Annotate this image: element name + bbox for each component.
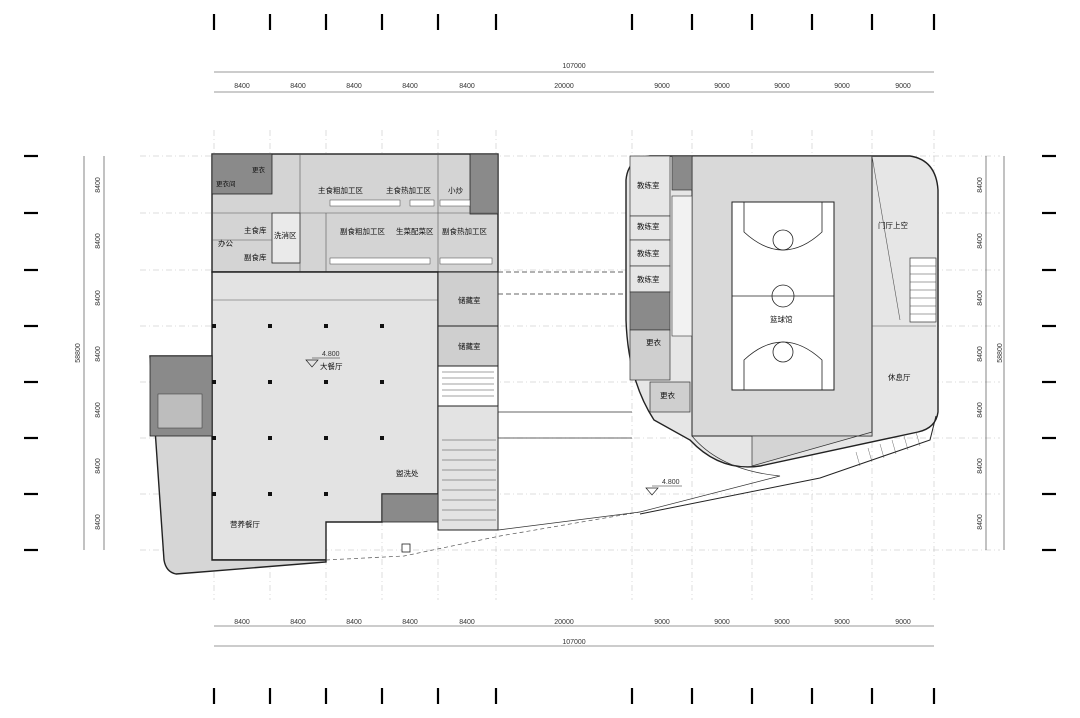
- level-marker-court: 4.800: [645, 479, 682, 496]
- dim-bottom-bay: 8400: [290, 619, 306, 626]
- room-dish-wash: 盥洗处: [396, 468, 419, 478]
- room-coach-2: 教练室: [637, 221, 660, 231]
- svg-text:4.800: 4.800: [662, 479, 680, 486]
- dim-bottom-bay: 8400: [402, 619, 418, 626]
- room-changing-top: 更衣: [252, 165, 266, 174]
- svg-text:8400: 8400: [977, 458, 984, 474]
- svg-text:8400: 8400: [95, 458, 102, 474]
- svg-text:8400: 8400: [977, 346, 984, 362]
- room-main-store: 主食库: [244, 225, 267, 235]
- room-locker-top: 更衣间: [216, 179, 236, 188]
- dim-bottom-bay: 8400: [234, 619, 250, 626]
- room-coach-4: 教练室: [637, 274, 660, 284]
- room-small-stir: 小炒: [448, 186, 463, 195]
- dim-top-bay: 9000: [834, 83, 850, 90]
- room-raw-prep: 生菜配菜区: [396, 226, 434, 236]
- room-side-rough: 副食粗加工区: [340, 226, 385, 236]
- level-marker-dining: 4.800: [305, 351, 340, 368]
- dimension-lines: [83, 71, 1005, 647]
- dim-top-bay: 8400: [234, 83, 250, 90]
- room-dining-hall: 大餐厅: [320, 361, 343, 371]
- dim-top-total: 107000: [562, 63, 585, 70]
- axis-ticks: [24, 14, 1056, 704]
- dim-top-bay: 9000: [714, 83, 730, 90]
- dim-top-bay: 20000: [554, 83, 574, 90]
- dim-left-total: 58800: [75, 343, 82, 363]
- side-bay-labels: 8400 8400 8400 8400 8400 8400 8400 8400 …: [95, 177, 984, 530]
- dim-bottom-total: 107000: [562, 639, 585, 646]
- svg-text:8400: 8400: [977, 514, 984, 530]
- room-changing-2: 更衣: [660, 390, 675, 400]
- dining-building: [149, 153, 641, 575]
- dim-top-bay: 8400: [346, 83, 362, 90]
- dim-top-bay: 9000: [654, 83, 670, 90]
- svg-text:8400: 8400: [977, 177, 984, 193]
- svg-text:8400: 8400: [95, 177, 102, 193]
- room-court: 篮球馆: [770, 314, 793, 324]
- dim-bottom-bay: 9000: [895, 619, 911, 626]
- bridge: [497, 271, 641, 531]
- svg-text:8400: 8400: [95, 290, 102, 306]
- dim-top-bay: 9000: [774, 83, 790, 90]
- room-lobby-void: 门厅上空: [878, 220, 908, 230]
- svg-text:8400: 8400: [95, 233, 102, 249]
- svg-text:8400: 8400: [977, 233, 984, 249]
- svg-text:8400: 8400: [977, 290, 984, 306]
- dim-bottom-bay: 20000: [554, 619, 574, 626]
- dim-bottom-bay: 9000: [654, 619, 670, 626]
- room-side-hot: 副食热加工区: [442, 226, 487, 236]
- dim-bottom-bay: 9000: [774, 619, 790, 626]
- room-side-store: 副食库: [244, 252, 267, 262]
- dim-bottom-bay: 8400: [459, 619, 475, 626]
- room-lounge: 休息厅: [888, 372, 911, 382]
- dim-top-bay: 9000: [895, 83, 911, 90]
- dim-top-bay: 8400: [402, 83, 418, 90]
- dim-bottom-bay: 9000: [714, 619, 730, 626]
- room-coach-1: 教练室: [637, 180, 660, 190]
- room-changing-1: 更衣: [646, 337, 661, 347]
- svg-text:4.800: 4.800: [322, 351, 340, 358]
- svg-text:8400: 8400: [977, 402, 984, 418]
- dim-top-bay: 8400: [459, 83, 475, 90]
- room-storage-2: 储藏室: [458, 341, 481, 351]
- dim-bottom-bay: 9000: [834, 619, 850, 626]
- dim-right-total: 58800: [997, 343, 1004, 363]
- gym-building: [625, 155, 939, 515]
- room-office: 办公: [218, 238, 233, 248]
- room-storage-1: 储藏室: [458, 295, 481, 305]
- svg-text:8400: 8400: [95, 514, 102, 530]
- room-coach-3: 教练室: [637, 248, 660, 258]
- room-wash: 洗消区: [274, 230, 297, 240]
- svg-text:8400: 8400: [95, 346, 102, 362]
- svg-text:8400: 8400: [95, 402, 102, 418]
- room-staple-rough: 主食粗加工区: [318, 185, 363, 195]
- room-staple-hot: 主食热加工区: [386, 185, 431, 195]
- room-nutrition: 营养餐厅: [230, 519, 260, 529]
- dim-top-bay: 8400: [290, 83, 306, 90]
- dim-bottom-bay: 8400: [346, 619, 362, 626]
- room-labels: 更衣间 更衣 主食粗加工区 主食热加工区 小炒 主食库 洗消区 办公 副食库 副…: [216, 165, 911, 529]
